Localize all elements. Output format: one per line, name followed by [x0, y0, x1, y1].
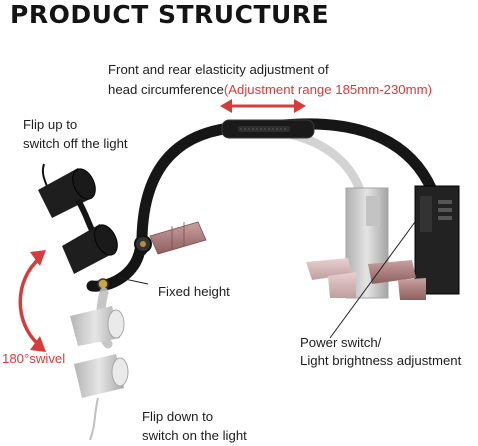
front-pads: [149, 221, 207, 255]
power-unit: [368, 185, 460, 300]
lamp-assembly-down: [70, 287, 129, 441]
flip-up-label-line1: Flip up to: [23, 117, 78, 132]
elasticity-label-line2: head circumference(Adjustment range 185m…: [108, 80, 432, 100]
fixed-height-label: Fixed height: [158, 284, 230, 299]
elasticity-range: (Adjustment range 185mm-230mm): [223, 82, 432, 97]
elasticity-arrow: [220, 99, 306, 113]
lamp-assembly-up: [38, 163, 152, 292]
leader-lines: [119, 221, 416, 339]
power-switch-label-line2: Light brightness adjustment: [300, 353, 462, 368]
flip-down-label-line1: Flip down to: [142, 409, 214, 424]
headband-frame: [136, 118, 438, 256]
swivel-label: 180°swivel: [2, 351, 66, 366]
flip-up-label-line2: switch off the light: [23, 136, 128, 151]
flip-down-label-line2: switch on the light: [142, 428, 247, 443]
elasticity-label-text: head circumference: [108, 82, 224, 97]
ghost-headband-rear: [230, 126, 389, 299]
elasticity-label-line1: Front and rear elasticity adjustment of: [108, 62, 329, 77]
power-switch-label-line1: Power switch/: [300, 335, 382, 350]
page-title: PRODUCT STRUCTURE: [10, 0, 330, 29]
swivel-arrow: [18, 250, 46, 352]
